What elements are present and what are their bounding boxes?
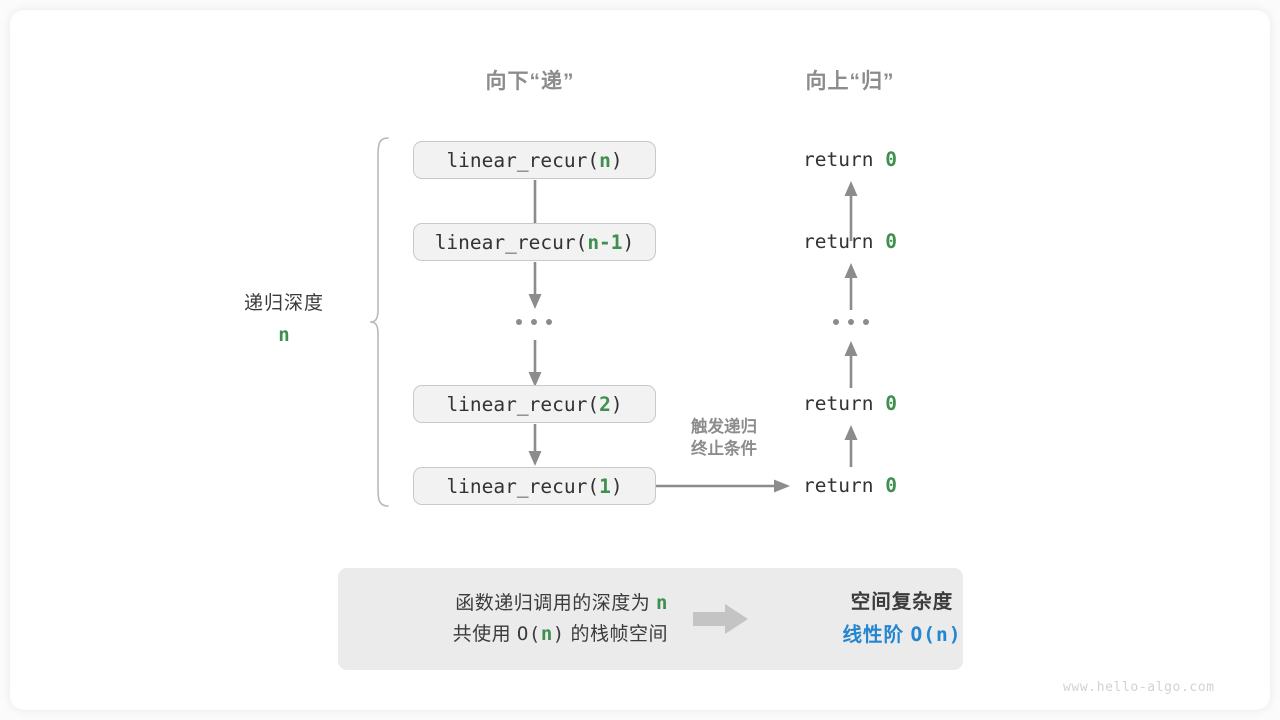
return-row-1-prefix: return [803, 148, 886, 171]
recursion-depth-label: 递归深度 n [206, 288, 362, 346]
ellipsis-dot [848, 319, 854, 325]
call-box-1-prefix: linear_recur( [446, 474, 600, 498]
up-arrow-4 [842, 424, 860, 467]
summary-line-2-text-a: 共使用 [452, 624, 517, 645]
call-box-2-prefix: linear_recur( [446, 392, 600, 416]
call-box-2-suffix: ) [610, 392, 623, 416]
ellipsis-dot [546, 319, 552, 325]
diagram-card: 向下“递” 向上“归” 递归深度 n linear_recur(n) linea… [10, 10, 1270, 710]
recursion-depth-title: 递归深度 [243, 293, 324, 314]
call-box-n[interactable]: linear_recur(n) [413, 141, 656, 179]
base-case-note: 触发递归 终止条件 [656, 416, 792, 461]
call-box-n-arg: n [599, 148, 611, 172]
call-box-2-arg: 2 [599, 392, 611, 416]
summary-left-text: 函数递归调用的深度为 n 共使用 O(n) 的栈帧空间 [338, 588, 694, 651]
recursion-depth-brace [368, 136, 394, 508]
call-box-n-minus-1-prefix: linear_recur( [434, 230, 588, 254]
return-row-4: return 0 [750, 474, 950, 497]
down-arrow-4 [526, 424, 544, 467]
call-box-1[interactable]: linear_recur(1) [413, 467, 656, 505]
call-box-1-suffix: ) [610, 474, 623, 498]
return-stack-ellipsis [833, 319, 869, 325]
summary-complexity-title: 空间复杂度 [850, 591, 954, 614]
summary-line-1: 函数递归调用的深度为 n [338, 588, 668, 619]
summary-line-2-n: n [540, 623, 553, 645]
ellipsis-dot [516, 319, 522, 325]
return-row-4-value: 0 [885, 474, 897, 497]
up-arrow-1 [842, 180, 860, 241]
return-row-1: return 0 [750, 148, 950, 171]
call-box-n-minus-1-suffix: ) [622, 230, 635, 254]
return-row-3-value: 0 [885, 392, 897, 415]
return-row-2-value: 0 [885, 230, 897, 253]
base-case-note-line1: 触发递归 [691, 418, 757, 436]
base-case-arrow [656, 477, 791, 495]
return-row-4-prefix: return [803, 474, 886, 497]
down-arrow-2 [526, 262, 544, 310]
summary-right-text: 空间复杂度 线性阶 O(n) [776, 587, 1002, 650]
summary-line-1-text: 函数递归调用的深度为 [455, 592, 657, 614]
summary-line-2-close-paren: ) [552, 623, 565, 645]
call-box-n-prefix: linear_recur( [446, 148, 600, 172]
call-stack-ellipsis [516, 319, 552, 325]
return-row-2-prefix: return [803, 230, 886, 253]
return-row-1-value: 0 [885, 148, 897, 171]
call-box-n-minus-1[interactable]: linear_recur(n-1) [413, 223, 656, 261]
summary-complexity-value-notation: O(n) [910, 622, 962, 646]
summary-line-2-big-o: O( [516, 623, 541, 645]
return-row-3-prefix: return [803, 392, 886, 415]
recursion-depth-value: n [278, 324, 290, 346]
summary-line-2: 共使用 O(n) 的栈帧空间 [338, 619, 668, 650]
call-box-2[interactable]: linear_recur(2) [413, 385, 656, 423]
base-case-note-line2: 终止条件 [691, 440, 757, 459]
return-row-3: return 0 [750, 392, 950, 415]
call-box-n-suffix: ) [610, 148, 623, 172]
column-header-up: 向上“归” [805, 70, 895, 93]
summary-panel: 函数递归调用的深度为 n 共使用 O(n) 的栈帧空间 空间复杂度 线性阶 O(… [338, 568, 963, 670]
summary-complexity-value-label: 线性阶 [842, 623, 911, 646]
ellipsis-dot [531, 319, 537, 325]
watermark: www.hello-algo.com [1063, 680, 1215, 695]
call-box-n-minus-1-arg: n-1 [587, 230, 623, 254]
up-arrow-2 [842, 262, 860, 310]
ellipsis-dot [863, 319, 869, 325]
call-box-1-arg: 1 [599, 474, 611, 498]
summary-line-1-n: n [656, 591, 668, 614]
summary-line-2-text-b: 的栈帧空间 [564, 624, 668, 645]
summary-complexity-value: 线性阶 O(n) [802, 619, 1002, 651]
down-arrow-3 [526, 340, 544, 388]
right-arrow-icon [693, 604, 749, 634]
ellipsis-dot [833, 319, 839, 325]
return-row-2: return 0 [750, 230, 950, 253]
column-header-down: 向下“递” [485, 70, 575, 93]
up-arrow-3 [842, 340, 860, 388]
